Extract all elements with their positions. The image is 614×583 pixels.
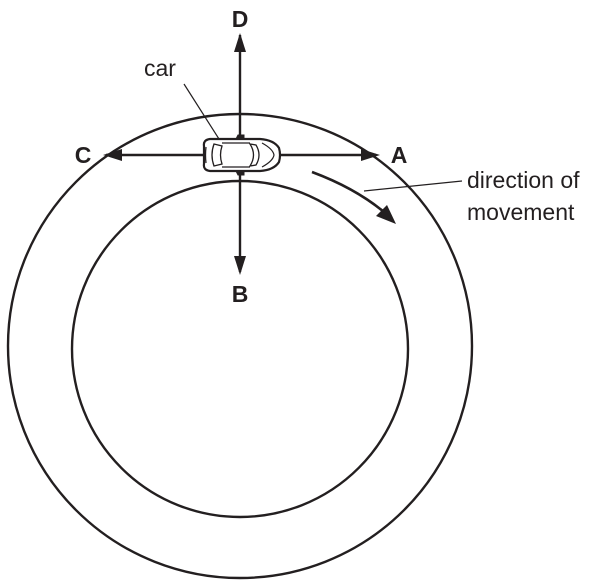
label-d: D bbox=[232, 6, 249, 32]
movement-arrow bbox=[311, 170, 396, 224]
label-direction-line2: movement bbox=[467, 199, 575, 225]
direction-leader-line bbox=[363, 180, 463, 192]
label-b: B bbox=[232, 281, 249, 307]
label-c: C bbox=[75, 142, 92, 168]
label-car: car bbox=[144, 55, 176, 81]
label-direction-line1: direction of bbox=[467, 167, 580, 193]
label-a: A bbox=[391, 142, 408, 168]
car-icon bbox=[202, 134, 282, 176]
